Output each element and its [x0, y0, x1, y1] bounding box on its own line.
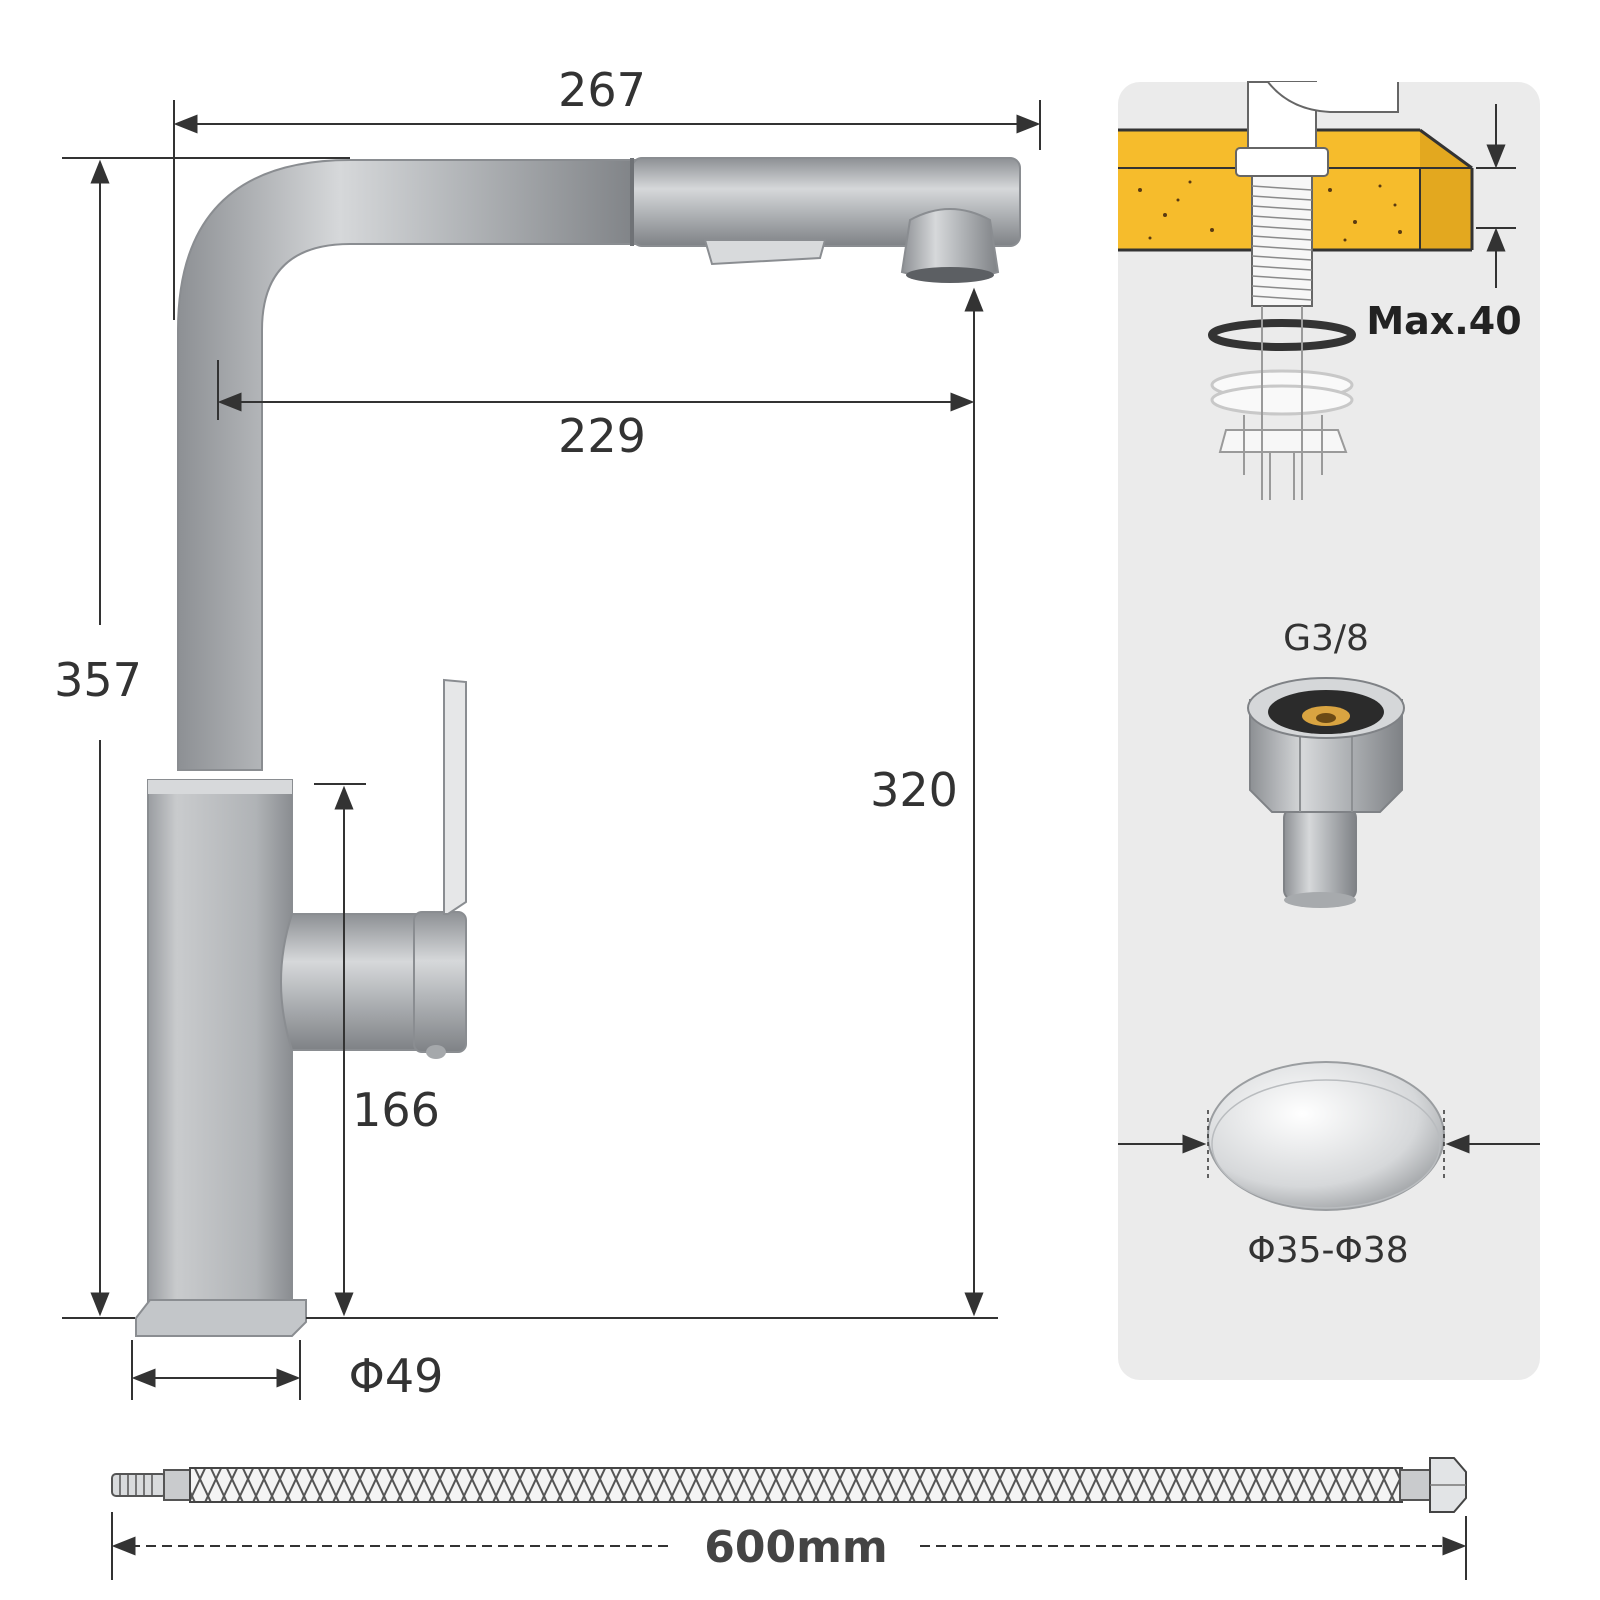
connector-label: G3/8 [1283, 618, 1369, 659]
installation-panel: Max.40 G3/8 Φ35-Φ38 [1118, 81, 1540, 1380]
faucet-lever [443, 678, 467, 915]
dimension-lines [62, 100, 1041, 1400]
hole-cover-illustration [1118, 1061, 1540, 1211]
max-thickness-label: Max.40 [1366, 299, 1521, 343]
dim-height-total: 357 [54, 653, 142, 707]
spray-button [703, 239, 827, 266]
handle-hub [280, 913, 421, 1051]
faucet-spout [177, 159, 641, 771]
countertop-section [1118, 81, 1516, 500]
hose-length-label: 600mm [704, 1522, 888, 1573]
dim-width-total: 267 [558, 63, 646, 117]
dim-reach: 229 [558, 409, 646, 463]
hole-diameter-label: Φ35-Φ38 [1247, 1230, 1408, 1271]
braided-hose [111, 1457, 1467, 1580]
faucet-body [147, 779, 293, 1303]
dim-spout-height: 320 [870, 763, 958, 817]
g38-connector-illustration [1247, 677, 1405, 908]
faucet-illustration [135, 157, 1021, 1337]
faucet-base-plate [135, 1299, 307, 1337]
dim-base-diameter: Φ49 [349, 1349, 444, 1403]
dim-handle-height: 166 [352, 1083, 440, 1137]
